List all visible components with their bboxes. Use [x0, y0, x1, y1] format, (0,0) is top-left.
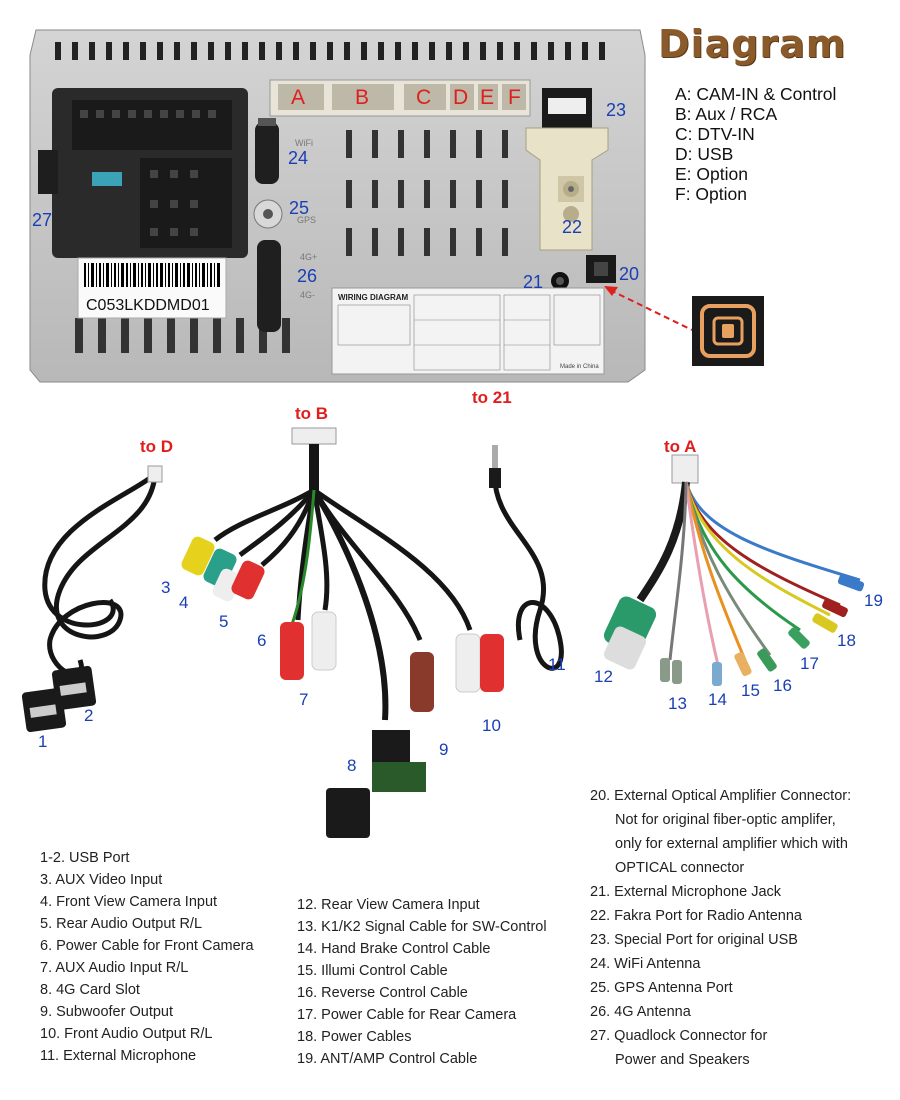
- cable-number-14: 14: [708, 690, 727, 709]
- cable-number-11: 11: [548, 655, 566, 674]
- list-item: 15. Illumi Control Cable: [297, 963, 448, 979]
- legend-item-e: E: Option: [675, 164, 748, 184]
- list-item: 22. Fakra Port for Radio Antenna: [590, 908, 802, 924]
- port-number-26: 26: [297, 266, 318, 286]
- callout-to-a: to A: [664, 437, 697, 456]
- cable-number-7: 7: [299, 690, 309, 709]
- cable-number-9: 9: [439, 740, 449, 759]
- connector-label-f: F: [508, 86, 521, 109]
- legend-item-f: F: Option: [675, 184, 747, 204]
- list-item: 25. GPS Antenna Port: [590, 980, 733, 996]
- connector-label-e: E: [480, 86, 495, 109]
- usb-cable: [21, 465, 163, 733]
- list-item: Not for original fiber-optic amplifer,: [615, 812, 836, 828]
- list-item: 17. Power Cable for Rear Camera: [297, 1007, 517, 1023]
- list-item: 8. 4G Card Slot: [40, 982, 140, 998]
- cable-number-4: 4: [179, 593, 189, 612]
- wifi-side-label: WiFi: [295, 138, 313, 148]
- cable-number-17: 17: [800, 654, 819, 673]
- cables-illustration: [21, 427, 865, 838]
- microphone-cable: [489, 445, 564, 671]
- callout-to-b: to B: [295, 404, 329, 423]
- list-item: 5. Rear Audio Output R/L: [40, 916, 203, 932]
- cable-number-12: 12: [594, 667, 613, 686]
- list-item: 24. WiFi Antenna: [590, 956, 701, 972]
- legend-item-a: A: CAM-IN & Control: [675, 84, 837, 104]
- list-item: 16. Reverse Control Cable: [297, 985, 468, 1001]
- cable-number-3: 3: [161, 578, 171, 597]
- cable-number-10: 10: [482, 716, 501, 735]
- list-item: 9. Subwoofer Output: [40, 1004, 173, 1020]
- legend-item-c: C: DTV-IN: [675, 124, 755, 144]
- list-item: 18. Power Cables: [297, 1029, 412, 1045]
- callout-to-d: to D: [140, 437, 174, 456]
- diagram-title: Diagram: [658, 22, 847, 66]
- head-unit-back-panel: C053LKDDMD01 WiFi GPS 4G+ 4G- WIRING DIA…: [29, 29, 764, 383]
- 4g-minus-label: 4G-: [300, 290, 315, 300]
- barcode-text: C053LKDDMD01: [86, 297, 210, 314]
- legend-item-b: B: Aux / RCA: [675, 104, 778, 124]
- port-number-27: 27: [32, 210, 53, 230]
- list-item: 23. Special Port for original USB: [590, 932, 798, 948]
- list-item: 14. Hand Brake Control Cable: [297, 941, 491, 957]
- list-item: Power and Speakers: [615, 1052, 750, 1068]
- cable-number-15: 15: [741, 681, 760, 700]
- 4g-plus-label: 4G+: [300, 252, 317, 262]
- cable-number-1: 1: [38, 732, 48, 751]
- list-item: 12. Rear View Camera Input: [297, 897, 480, 913]
- list-item: only for external amplifier which with: [615, 836, 848, 852]
- cable-number-16: 16: [773, 676, 792, 695]
- list-item: 10. Front Audio Output R/L: [40, 1026, 213, 1042]
- callout-to-21: to 21: [472, 388, 512, 407]
- port-number-21: 21: [523, 272, 544, 292]
- made-in-label: Made in China: [560, 364, 599, 370]
- cable-number-18: 18: [837, 631, 856, 650]
- list-item: 3. AUX Video Input: [40, 872, 163, 888]
- control-harness: [603, 454, 865, 686]
- list-item: 13. K1/K2 Signal Cable for SW-Control: [297, 919, 547, 935]
- cable-number-8: 8: [347, 756, 357, 775]
- connector-label-d: D: [453, 86, 469, 109]
- list-item: 27. Quadlock Connector for: [590, 1028, 768, 1044]
- list-item: OPTICAL connector: [615, 860, 745, 876]
- list-item: 20. External Optical Amplifier Connector…: [590, 788, 852, 804]
- wiring-diagram-label: WIRING DIAGRAM: [338, 293, 409, 302]
- cable-number-6: 6: [257, 631, 267, 650]
- list-item: 1-2. USB Port: [40, 850, 130, 866]
- list-item: 11. External Microphone: [40, 1048, 197, 1064]
- port-number-20: 20: [619, 264, 640, 284]
- cable-number-13: 13: [668, 694, 687, 713]
- list-item: 21. External Microphone Jack: [590, 884, 782, 900]
- cable-number-2: 2: [84, 706, 94, 725]
- port-number-23: 23: [606, 100, 627, 120]
- port-number-25: 25: [289, 198, 310, 218]
- connector-label-b: B: [355, 86, 370, 109]
- list-item: 7. AUX Audio Input R/L: [40, 960, 189, 976]
- gps-side-label: GPS: [297, 215, 316, 225]
- cable-number-19: 19: [864, 591, 883, 610]
- cable-number-5: 5: [219, 612, 229, 631]
- list-item: 19. ANT/AMP Control Cable: [297, 1051, 478, 1067]
- connector-label-a: A: [291, 86, 306, 109]
- rca-harness: [181, 427, 504, 838]
- list-item: 4. Front View Camera Input: [40, 894, 218, 910]
- list-item: 6. Power Cable for Front Camera: [40, 938, 254, 954]
- list-item: 26. 4G Antenna: [590, 1004, 691, 1020]
- connector-label-c: C: [416, 86, 432, 109]
- port-number-24: 24: [288, 148, 309, 168]
- port-number-22: 22: [562, 217, 583, 237]
- legend-item-d: D: USB: [675, 144, 734, 164]
